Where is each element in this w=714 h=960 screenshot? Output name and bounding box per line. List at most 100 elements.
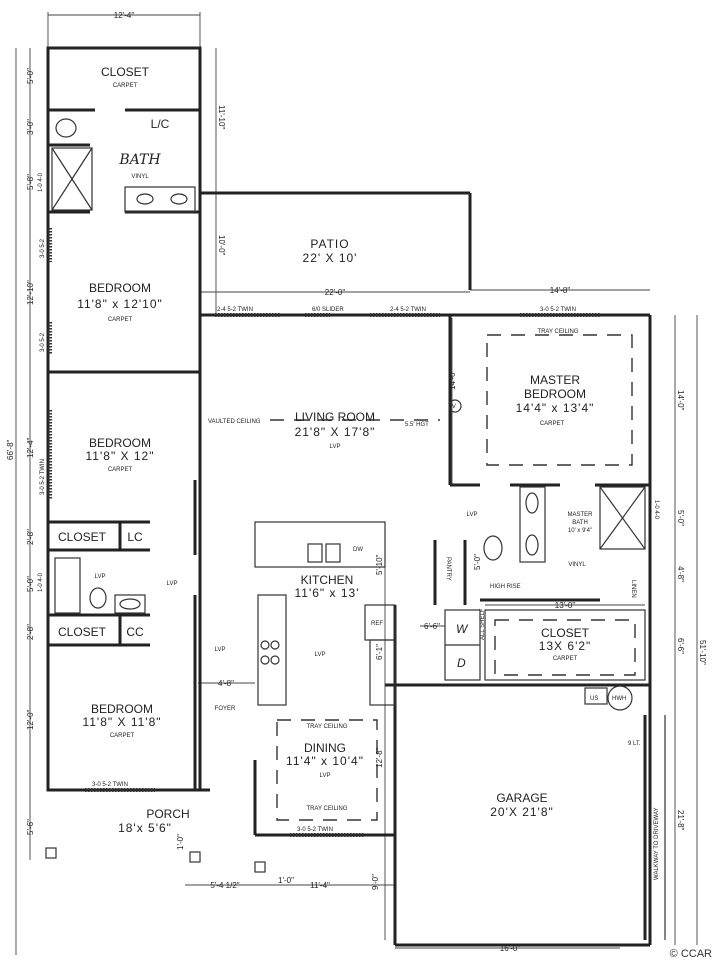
living-room-floor: LVP (330, 444, 341, 450)
walls (45, 46, 666, 947)
porch-size: 18'x 5'6" (118, 821, 172, 835)
bedroom2-floor: CARPET (108, 467, 133, 473)
ref-label: REF (371, 621, 383, 627)
copyright-watermark: © CCAR (670, 948, 712, 960)
dim-label: 14'-0" (676, 390, 685, 411)
dim-label: 12'-0" (26, 709, 35, 730)
window-label: 3-0 5-2 TWIN (40, 459, 46, 495)
windows (48, 228, 600, 837)
bath-floor: VINYL (131, 174, 149, 180)
master-size: 14'4" x 13'4" (516, 401, 595, 415)
dimension-lines (15, 12, 698, 955)
step-label: 9 LT. (628, 741, 641, 747)
cc-label: CC (126, 625, 144, 639)
dim-label: 1-0 4-0 (38, 172, 44, 192)
bedroom3-label: BEDROOM (91, 702, 153, 716)
dim-label: 16'-0" (500, 944, 521, 953)
window-labels: 3-0 5-2 3-0 5-2 3-0 5-2 TWIN 2-4 5-2 TWI… (40, 238, 576, 833)
kitchen-size: 11'6" x 13' (295, 586, 360, 600)
high-rise-label: HIGH RISE (490, 584, 521, 590)
dim-label: 5'-0" (676, 510, 685, 526)
dim-label: 14'-0" (448, 369, 457, 390)
dim-label: 5'-0" (473, 554, 482, 570)
bath-label: BATH (118, 152, 161, 168)
window-label: 3-0 5-2 (40, 238, 46, 258)
hwh-label: HWH (612, 696, 626, 702)
tv-height-label: 5.5' HGT (405, 422, 429, 428)
shelf-label: ALL SHELF (480, 608, 486, 640)
dining-size: 11'4" x 10'4" (286, 754, 364, 768)
bedroom3-size: 11'8" X 11'8" (82, 715, 161, 729)
bedroom3-floor: CARPET (110, 733, 135, 739)
dim-label: 12'-4" (26, 437, 35, 458)
master-bath-label-1: MASTER (567, 512, 593, 518)
dim-label: 1-0 4-0 (653, 500, 659, 520)
dim-label: 1-0 4-0 (38, 572, 44, 592)
dim-label: 10'-0" (217, 235, 226, 256)
dryer-label: D (457, 656, 466, 670)
porch-label: PORCH (146, 807, 189, 821)
master-tray-ceiling (486, 334, 633, 466)
dim-label: 5'-0" (26, 576, 35, 592)
master-bath-size: 10' x 9'4" (568, 528, 592, 534)
bath2-floor: LVP (95, 574, 106, 580)
dining-ceiling-bottom: TRAY CEILING (306, 806, 347, 812)
master-label-2: BEDROOM (524, 387, 586, 401)
dim-label: 4'-8" (676, 566, 685, 582)
dim-label: 12'-8" (375, 747, 384, 768)
dim-label: 5'-0" (26, 68, 35, 84)
linen-label: LINEN (630, 580, 636, 598)
dimension-labels: 12'-4" 66'-8" 5'-0" 3'-0" 5'-8" 1-0 4-0 … (6, 11, 707, 953)
dim-label: 3'-0" (26, 119, 35, 135)
dim-label: 22'-0" (325, 288, 346, 297)
dim-label: 12'-4" (114, 11, 135, 20)
window-label: 3-0 5-2 TWIN (540, 307, 576, 313)
kitchen-label: KITCHEN (301, 573, 354, 587)
closet-outline (494, 619, 636, 676)
lc-mid-label: LC (127, 530, 143, 544)
dining-ceiling-top: TRAY CEILING (306, 724, 347, 730)
dim-label: 13'-0" (555, 601, 576, 610)
closet-top-floor: CARPET (113, 83, 138, 89)
window-label: 2-4 5-2 TWIN (217, 307, 253, 313)
bedroom1-label: BEDROOM (89, 281, 151, 295)
living-room-label: LIVING ROOM (295, 410, 375, 424)
hall-floor: LVP (167, 581, 178, 587)
dim-label: 5'-4 1/2" (210, 881, 239, 890)
us-label: US (590, 696, 598, 702)
master-bath-label-2: BATH (572, 520, 588, 526)
closet-mid-label: CLOSET (58, 530, 107, 544)
dim-label: 2'-8" (26, 529, 35, 545)
master-bath-floor: VINYL (568, 562, 586, 568)
dining-label: DINING (304, 741, 346, 755)
dim-label: 14'-8" (550, 286, 571, 295)
walkway-label: WALKWAY TO DRIVEWAY (654, 808, 660, 880)
dim-label: 5'-10" (375, 554, 384, 575)
bedroom2-label: BEDROOM (89, 436, 151, 450)
garage-label: GARAGE (496, 791, 547, 805)
washer-label: W (456, 622, 469, 636)
tv-label: TV (448, 404, 456, 410)
dim-label: 6'-1" (375, 644, 384, 660)
dim-label: 9'-0" (371, 874, 380, 890)
master-floor: CARPET (540, 421, 565, 427)
patio-size: 22' X 10' (303, 251, 358, 265)
dim-label: 11'-4" (310, 881, 330, 890)
dining-floor: LVP (320, 773, 331, 779)
pantry-label: PANTRY (445, 557, 451, 581)
bedroom2-size: 11'8" X 12" (86, 449, 155, 463)
window-label: 3-0 5-2 (40, 332, 46, 352)
lc-top-label: L/C (151, 117, 170, 131)
window-label: 2-4 5-2 TWIN (390, 307, 426, 313)
dim-label: 66'-8" (6, 439, 15, 460)
room-labels: CLOSET CARPET L/C BATH VINYL PATIO 22' X… (58, 65, 660, 880)
closet-master-floor: CARPET (553, 656, 578, 662)
living-ceiling: VAULTED CEILING (208, 419, 261, 425)
closet-master-size: 13X 6'2" (539, 639, 592, 653)
dim-label: 51'-10" (698, 640, 707, 665)
dim-label: 21'-8" (676, 810, 685, 831)
window-label: 3-0 5-2 TWIN (297, 827, 333, 833)
dim-label: 11'-10" (217, 105, 226, 129)
closet-top-label: CLOSET (101, 65, 150, 79)
